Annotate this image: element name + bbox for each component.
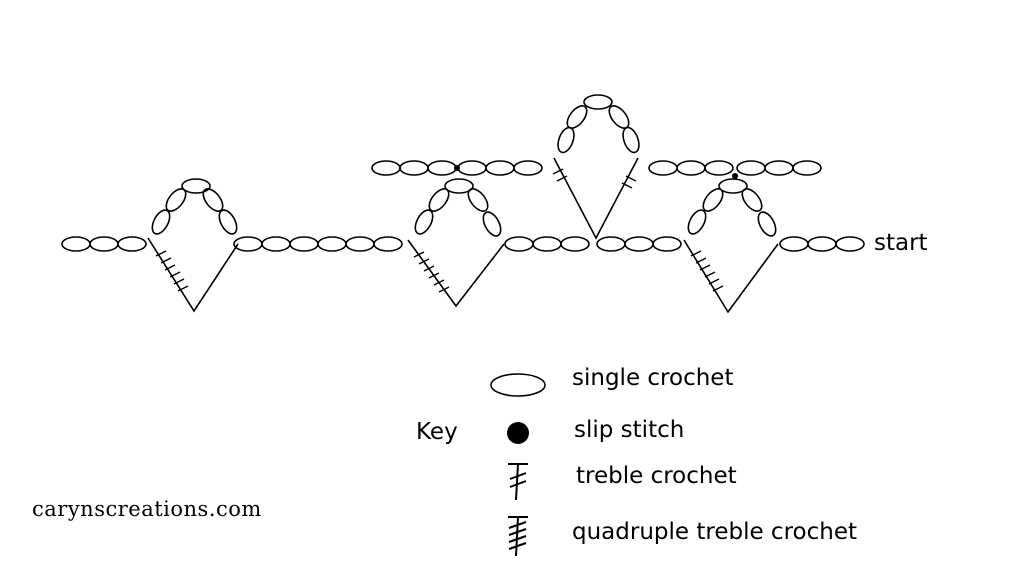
chain-oval: [261, 236, 291, 252]
chain-oval: [704, 160, 734, 176]
chain-oval: [444, 178, 474, 194]
key-single-crochet-symbol: [490, 373, 546, 397]
chain-oval: [807, 236, 837, 252]
chain-oval: [485, 160, 515, 176]
chain-oval: [317, 236, 347, 252]
chain-oval: [457, 160, 487, 176]
petal-top: [552, 94, 640, 240]
chain-oval: [648, 160, 678, 176]
chain-oval: [652, 236, 682, 252]
slip-stitch-dot: [454, 165, 460, 171]
key-treble-crochet-symbol: [508, 463, 528, 501]
chain-oval: [467, 188, 489, 212]
chain-oval: [596, 236, 626, 252]
start-label: start: [874, 230, 928, 256]
key-label-quadruple-treble: quadruple treble crochet: [572, 519, 857, 545]
chain-oval: [399, 160, 429, 176]
chain-oval: [560, 236, 590, 252]
petal-middle: [407, 178, 505, 308]
chain-oval: [687, 209, 707, 235]
key-label-slip-stitch: slip stitch: [574, 417, 685, 443]
chain-oval: [718, 178, 748, 194]
chain-oval: [513, 160, 543, 176]
key-label-single-crochet: single crochet: [572, 365, 734, 391]
chain-oval: [89, 236, 119, 252]
chain-oval: [233, 236, 263, 252]
key-label-treble-crochet: treble crochet: [576, 463, 737, 489]
treble-ticks: [552, 168, 637, 189]
chain-oval: [151, 209, 171, 235]
key-title: Key: [416, 419, 458, 445]
key-quadruple-treble-symbol: [508, 516, 528, 557]
petal-left: [147, 178, 239, 313]
key-slip-stitch-symbol: [507, 422, 529, 444]
chain-oval: [702, 188, 724, 212]
quadruple-treble-ticks: [690, 250, 724, 292]
chain-oval: [624, 236, 654, 252]
chain-oval: [289, 236, 319, 252]
quadruple-treble-stitch: [147, 237, 239, 313]
key-symbols: [490, 373, 546, 557]
chain-oval: [583, 94, 613, 110]
chain-oval: [532, 236, 562, 252]
chain-oval: [117, 236, 147, 252]
chain-oval: [373, 236, 403, 252]
chain-oval: [345, 236, 375, 252]
slip-stitch-dot: [732, 173, 738, 179]
chain-oval: [757, 211, 777, 237]
quadruple-treble-stitch: [407, 239, 505, 308]
chain-oval: [676, 160, 706, 176]
chain-oval: [764, 160, 794, 176]
chain-oval: [371, 160, 401, 176]
chain-oval: [427, 160, 457, 176]
chain-oval: [557, 126, 575, 154]
chain-oval: [218, 209, 238, 235]
quadruple-treble-stitch: [683, 239, 779, 314]
quadruple-treble-ticks: [155, 250, 189, 292]
website-watermark: carynscreations.com: [32, 497, 262, 521]
treble-stitch: [553, 157, 639, 240]
chain-oval: [622, 126, 640, 154]
bottom-row-chain: [61, 236, 865, 252]
chain-oval: [835, 236, 865, 252]
chain-oval: [414, 209, 434, 235]
chain-oval: [181, 178, 211, 194]
chain-oval: [741, 188, 763, 212]
top-row-chain: [371, 160, 822, 176]
quadruple-treble-ticks: [413, 251, 450, 293]
chain-oval: [482, 211, 502, 237]
chain-oval: [61, 236, 91, 252]
chain-oval: [504, 236, 534, 252]
petal-right: [683, 178, 779, 314]
chain-oval: [792, 160, 822, 176]
chain-oval: [736, 160, 766, 176]
chain-oval: [779, 236, 809, 252]
